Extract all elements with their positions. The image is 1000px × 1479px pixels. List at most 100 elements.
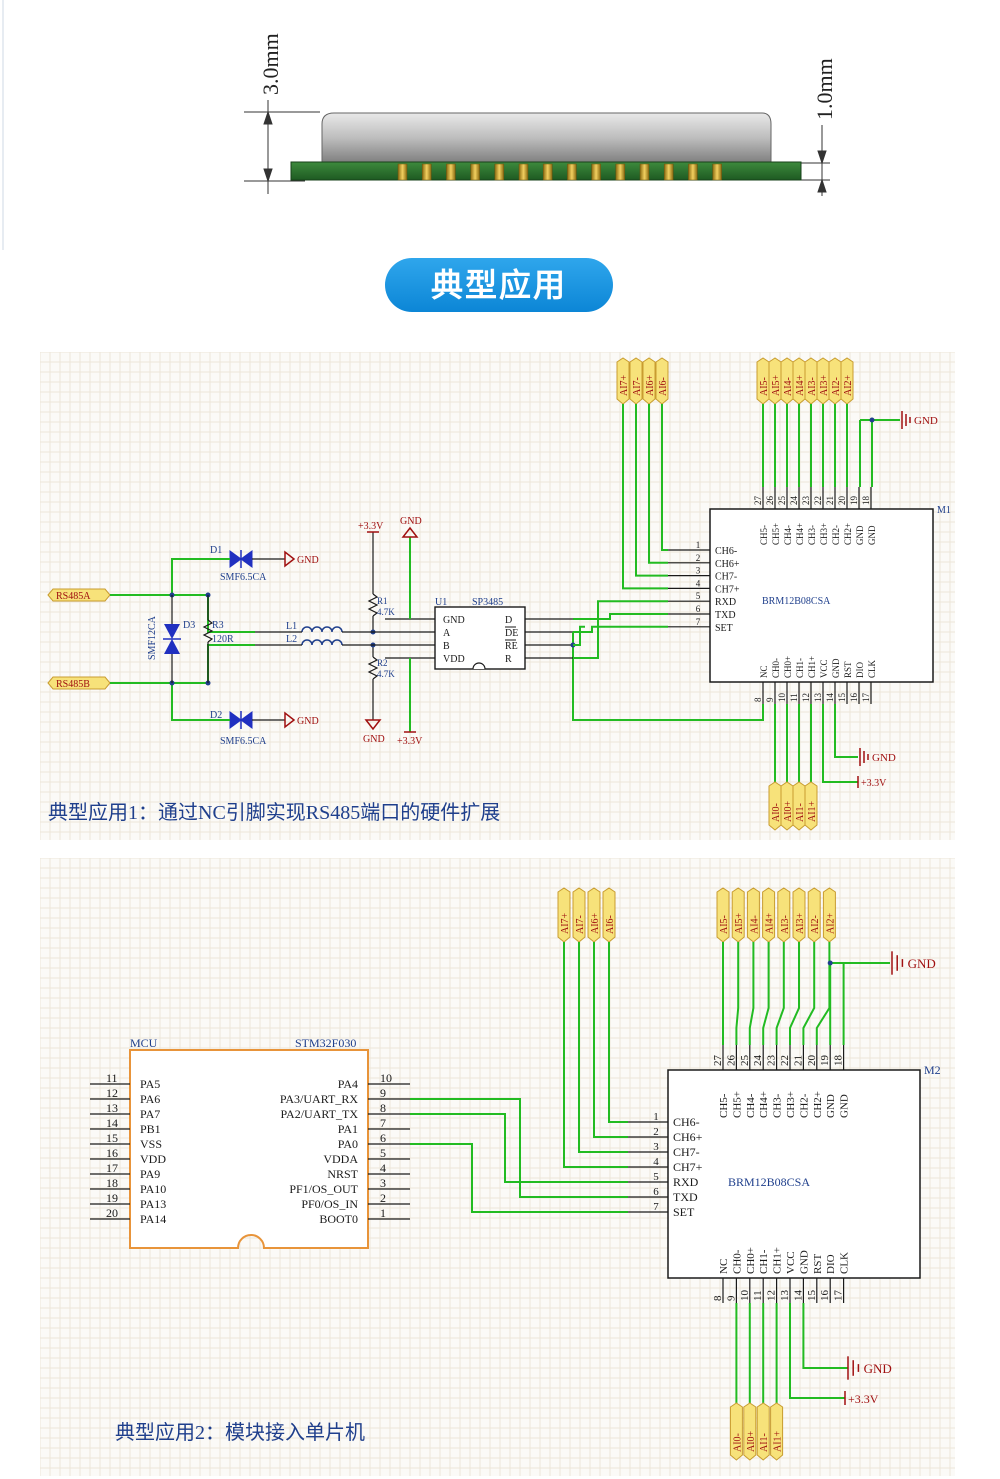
mcu-pin-name: PF0/OS_IN xyxy=(301,1197,358,1211)
module-pin-name: CH0- xyxy=(731,1249,743,1274)
mcu-pin-number: 7 xyxy=(380,1116,386,1130)
gold-pin xyxy=(518,163,529,181)
module-pin-name: CH3- xyxy=(772,1093,784,1118)
module-pin-number: 25 xyxy=(739,1055,751,1067)
mcu-pin-number: 6 xyxy=(380,1131,386,1145)
module-pin-name: CH5+ xyxy=(771,523,781,545)
port-flag-shape xyxy=(822,887,836,943)
mcu-pin-name: PA4 xyxy=(338,1077,358,1091)
module-pin-number: 10 xyxy=(777,693,787,703)
module-pin-number: 7 xyxy=(653,1201,659,1213)
port-flag: AI6+ xyxy=(587,887,601,943)
port-flag-label: AI3+ xyxy=(819,374,830,396)
port-flag-label: AI0- xyxy=(771,803,782,822)
port-flag-label: RS485A xyxy=(56,591,91,602)
wire-gnd xyxy=(834,704,858,758)
port-flag: AI7+ xyxy=(616,357,630,405)
module-pin-name: TXD xyxy=(715,610,736,621)
port-flag: AI7- xyxy=(629,357,643,405)
port-flag: AI6- xyxy=(602,887,616,943)
port-flag-shape xyxy=(804,781,818,831)
module-pin-name: CH5+ xyxy=(731,1091,743,1118)
module-pin-name: RXD xyxy=(715,597,736,608)
mcu-pin-name: PA2/UART_TX xyxy=(280,1107,358,1121)
junction-dot xyxy=(827,960,833,966)
port-flag-label: AI4- xyxy=(749,915,760,934)
gold-pins xyxy=(397,163,722,181)
mcu-pin-number: 15 xyxy=(106,1131,118,1145)
port-flag-label: AI1- xyxy=(795,803,806,822)
wire-ai xyxy=(635,404,668,577)
module-pin-number: 20 xyxy=(837,496,847,506)
port-flag-label: AI0+ xyxy=(746,1430,757,1452)
module-pin-number: 21 xyxy=(792,1055,804,1066)
wire-rx xyxy=(410,1098,628,1198)
wire-rxd xyxy=(573,600,668,659)
gnd-symbol: GND xyxy=(891,951,936,975)
port-flag-label: AI7- xyxy=(632,377,643,396)
module-pin-name: CH0- xyxy=(771,658,781,678)
module-pin-number: 6 xyxy=(653,1186,659,1198)
wire-ai xyxy=(789,942,800,1045)
wire-nc xyxy=(572,645,764,721)
r2-ref: R2 xyxy=(377,658,388,668)
u1-pin-name: A xyxy=(443,628,451,639)
port-flag: AI5- xyxy=(716,887,730,943)
gnd-triangle xyxy=(401,526,419,538)
wire-txd xyxy=(573,613,668,620)
module-pin-number: 11 xyxy=(789,693,799,702)
port-flag-shape xyxy=(616,357,630,405)
port-flag-label: AI3+ xyxy=(795,912,806,934)
u1-pin-name: R xyxy=(505,654,512,665)
mcu-pin-number: 1 xyxy=(380,1206,386,1220)
gnd-label: GND xyxy=(914,415,938,427)
module-pin-number: 20 xyxy=(806,1055,818,1067)
app2-caption: 典型应用2：模块接入单片机 xyxy=(115,1422,365,1444)
module-pin-number: 15 xyxy=(837,693,847,703)
gold-pin xyxy=(567,163,577,181)
port-flag-shape xyxy=(762,887,776,943)
module-pin-name: GND xyxy=(798,1250,810,1274)
module-pin-name: CH4- xyxy=(745,1093,757,1118)
module-pin-name: GND xyxy=(839,1094,851,1118)
port-flag-label: AI6- xyxy=(605,915,616,934)
gold-pin xyxy=(615,163,626,181)
module-pin-number: 15 xyxy=(806,1290,818,1302)
u1-ref: U1 xyxy=(435,597,447,608)
port-flag: AI7+ xyxy=(557,887,571,943)
l1-inductor xyxy=(301,626,343,633)
port-flag-label: RS485B xyxy=(56,679,90,690)
module-pin-name: CH1+ xyxy=(772,1247,784,1274)
d1-ref: D1 xyxy=(210,545,222,556)
port-flag: AI0- xyxy=(729,1402,743,1461)
port-flag: AI5- xyxy=(756,357,770,405)
d3-tvs xyxy=(163,624,181,654)
u1-body xyxy=(434,606,526,670)
mcu-pin-name: PA9 xyxy=(140,1167,160,1181)
port-flag-label: AI1+ xyxy=(773,1430,784,1452)
port-flag: AI2- xyxy=(807,887,821,943)
r1-ref: R1 xyxy=(377,596,388,606)
mcu-ref: MCU xyxy=(130,1036,158,1050)
module-pin-number: 4 xyxy=(696,578,701,588)
mcu-pin-number: 11 xyxy=(106,1071,118,1085)
module-pin-number: 12 xyxy=(766,1290,778,1301)
u1-pin-name: RE xyxy=(505,641,518,652)
module-pin-number: 9 xyxy=(725,1295,737,1301)
gnd-label: GND xyxy=(297,555,319,566)
gnd-symbol: GND xyxy=(363,719,385,745)
port-flag-shape xyxy=(729,1402,743,1461)
module-pin-name: CH7+ xyxy=(673,1160,703,1174)
port-flag-shape xyxy=(602,887,616,943)
module-pin-number: 17 xyxy=(861,693,871,703)
port-flag-shape xyxy=(756,1402,770,1461)
module-pin-name: TXD xyxy=(673,1190,698,1204)
port-flag-label: AI2+ xyxy=(843,374,854,396)
gnd-label: GND xyxy=(400,516,422,527)
dim-height-label: 3.0mm xyxy=(258,33,283,95)
module-ref: M1 xyxy=(937,505,951,516)
module-pin-name: CLK xyxy=(839,1252,851,1274)
gnd-label: GND xyxy=(297,716,319,727)
